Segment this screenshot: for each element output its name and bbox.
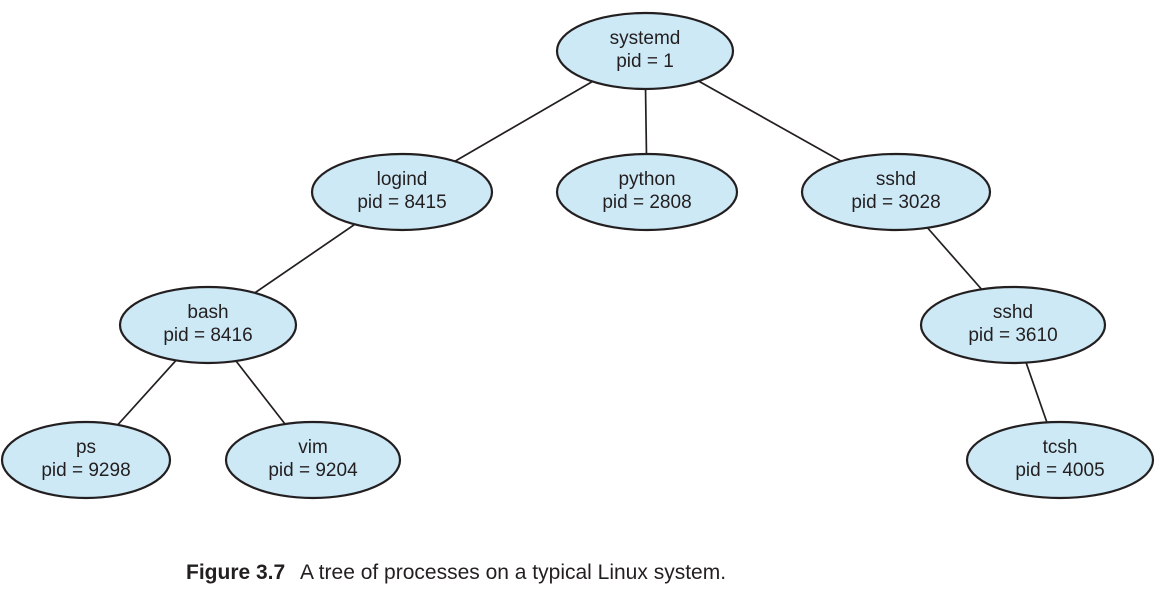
process-name: sshd [876,169,916,190]
figure-caption: Figure 3.7 A tree of processes on a typi… [186,561,726,584]
node-bash: bash pid = 8416 [118,285,298,365]
process-pid: pid = 8415 [357,192,446,213]
node-sshd-3028: sshd pid = 3028 [800,152,992,232]
node-ellipse [800,152,992,232]
node-systemd: systemd pid = 1 [555,11,735,91]
node-vim: vim pid = 9204 [224,420,402,500]
process-name: bash [187,302,228,323]
node-ellipse [965,420,1155,500]
process-name: tcsh [1043,437,1078,458]
node-ellipse [118,285,298,365]
node-ellipse [0,420,172,500]
process-pid: pid = 9204 [268,460,358,481]
figure-caption-text: A tree of processes on a typical Linux s… [300,561,726,584]
process-pid: pid = 4005 [1015,460,1104,481]
process-name: python [618,169,675,190]
node-ellipse [919,285,1107,365]
process-pid: pid = 1 [616,51,674,72]
node-sshd-3610: sshd pid = 3610 [919,285,1107,365]
process-pid: pid = 2808 [602,192,691,213]
node-ellipse [224,420,402,500]
process-name: ps [76,437,96,458]
process-name: systemd [610,28,681,49]
process-pid: pid = 3028 [851,192,940,213]
node-tcsh: tcsh pid = 4005 [965,420,1155,500]
node-ps: ps pid = 9298 [0,420,172,500]
process-pid: pid = 8416 [163,325,252,346]
process-name: sshd [993,302,1033,323]
figure-caption-label: Figure 3.7 [186,561,285,584]
node-logind: logind pid = 8415 [310,152,494,232]
node-python: python pid = 2808 [555,152,739,232]
node-ellipse [555,152,739,232]
edges [85,50,1061,461]
node-ellipse [555,11,735,91]
process-name: vim [298,437,328,458]
process-pid: pid = 3610 [968,325,1057,346]
process-name: logind [377,169,428,190]
process-pid: pid = 9298 [41,460,130,481]
node-ellipse [310,152,494,232]
